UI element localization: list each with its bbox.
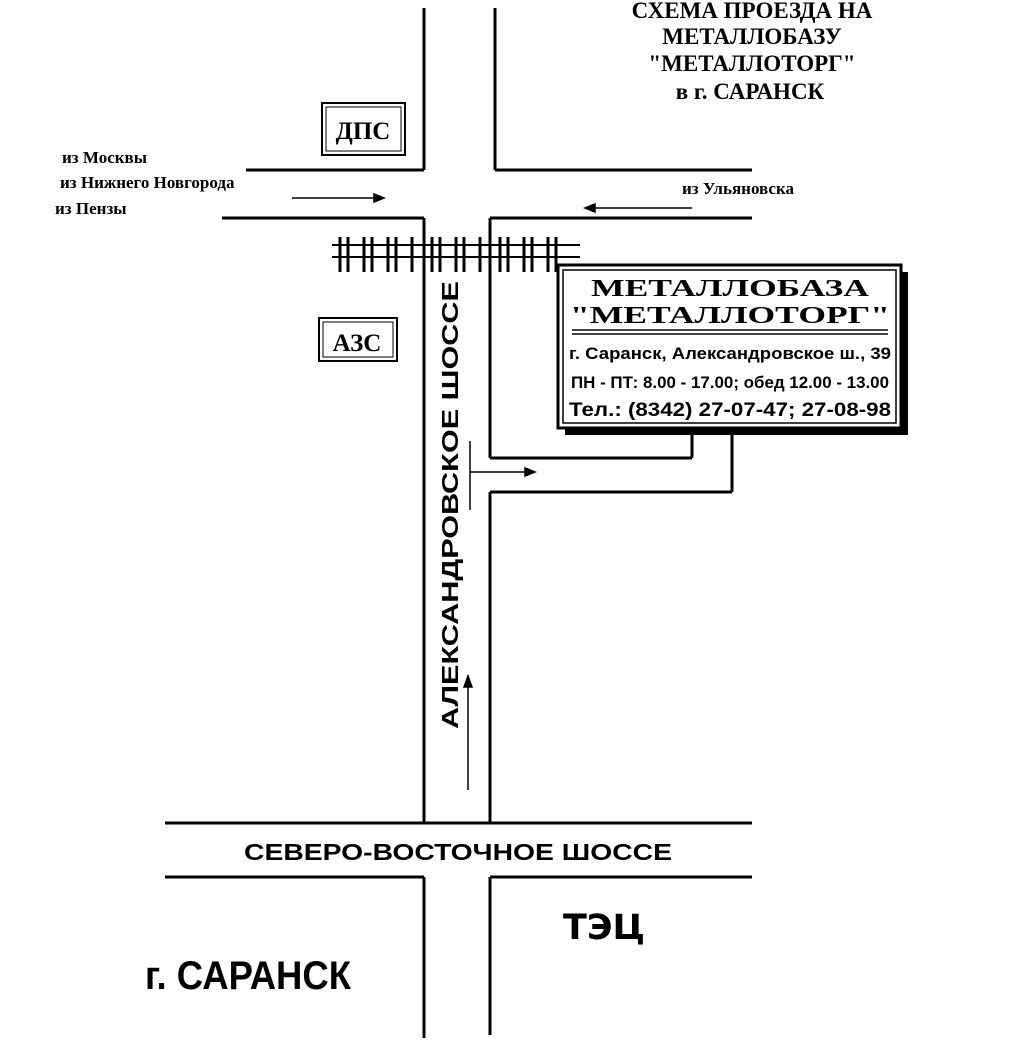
direction-arrows	[292, 192, 692, 790]
from-penza: из Пензы	[55, 199, 127, 218]
directions: из Москвы из Нижнего Новгорода из Пензы …	[55, 148, 795, 218]
arrow-head	[373, 192, 387, 204]
azs-label: АЗС	[333, 330, 382, 357]
title-line-2: МЕТАЛЛОБАЗУ	[662, 24, 842, 49]
map-title: СХЕМА ПРОЕЗДА НА МЕТАЛЛОБАЗУ "МЕТАЛЛОТОР…	[632, 0, 873, 104]
arrow-head	[582, 202, 596, 214]
from-moscow: из Москвы	[62, 148, 147, 167]
road-label-alexandrovskoe: АЛЕКСАНДРОВСКОЕ ШОССЕ	[437, 281, 463, 729]
railway-crossing	[332, 237, 580, 272]
title-line-4: в г. САРАНСК	[676, 79, 825, 104]
dps-label: ДПС	[336, 118, 391, 145]
box-frame	[556, 263, 903, 430]
company-name: МЕТАЛЛОБАЗА	[591, 276, 870, 302]
road-label-severo-vostochnoe: СЕВЕРО-ВОСТОЧНОЕ ШОССЕ	[244, 839, 672, 865]
company-address: г. Саранск, Александровское ш., 39	[569, 344, 891, 363]
arrow-head	[462, 673, 474, 688]
azs-marker: АЗС	[318, 317, 398, 362]
road-lines	[165, 8, 752, 1038]
dps-marker: ДПС	[321, 102, 406, 156]
tec-label: ТЭЦ	[563, 908, 645, 948]
title-line-1: СХЕМА ПРОЕЗДА НА	[632, 0, 873, 23]
company-phone: Тел.: (8342) 27-07-47; 27-08-98	[569, 400, 891, 421]
from-ulyanovsk: из Ульяновска	[682, 179, 795, 198]
arrow-head	[524, 466, 538, 478]
company-info-box: МЕТАЛЛОБАЗА "МЕТАЛЛОТОРГ" г. Саранск, Ал…	[556, 263, 908, 435]
company-brand: "МЕТАЛЛОТОРГ"	[570, 303, 890, 329]
title-line-3: "МЕТАЛЛОТОРГ"	[648, 51, 855, 76]
city-label: г. САРАНСК	[145, 954, 352, 998]
from-nizhny: из Нижнего Новгорода	[60, 173, 235, 192]
company-hours: ПН - ПТ: 8.00 - 17.00; обед 12.00 - 13.0…	[571, 373, 889, 392]
